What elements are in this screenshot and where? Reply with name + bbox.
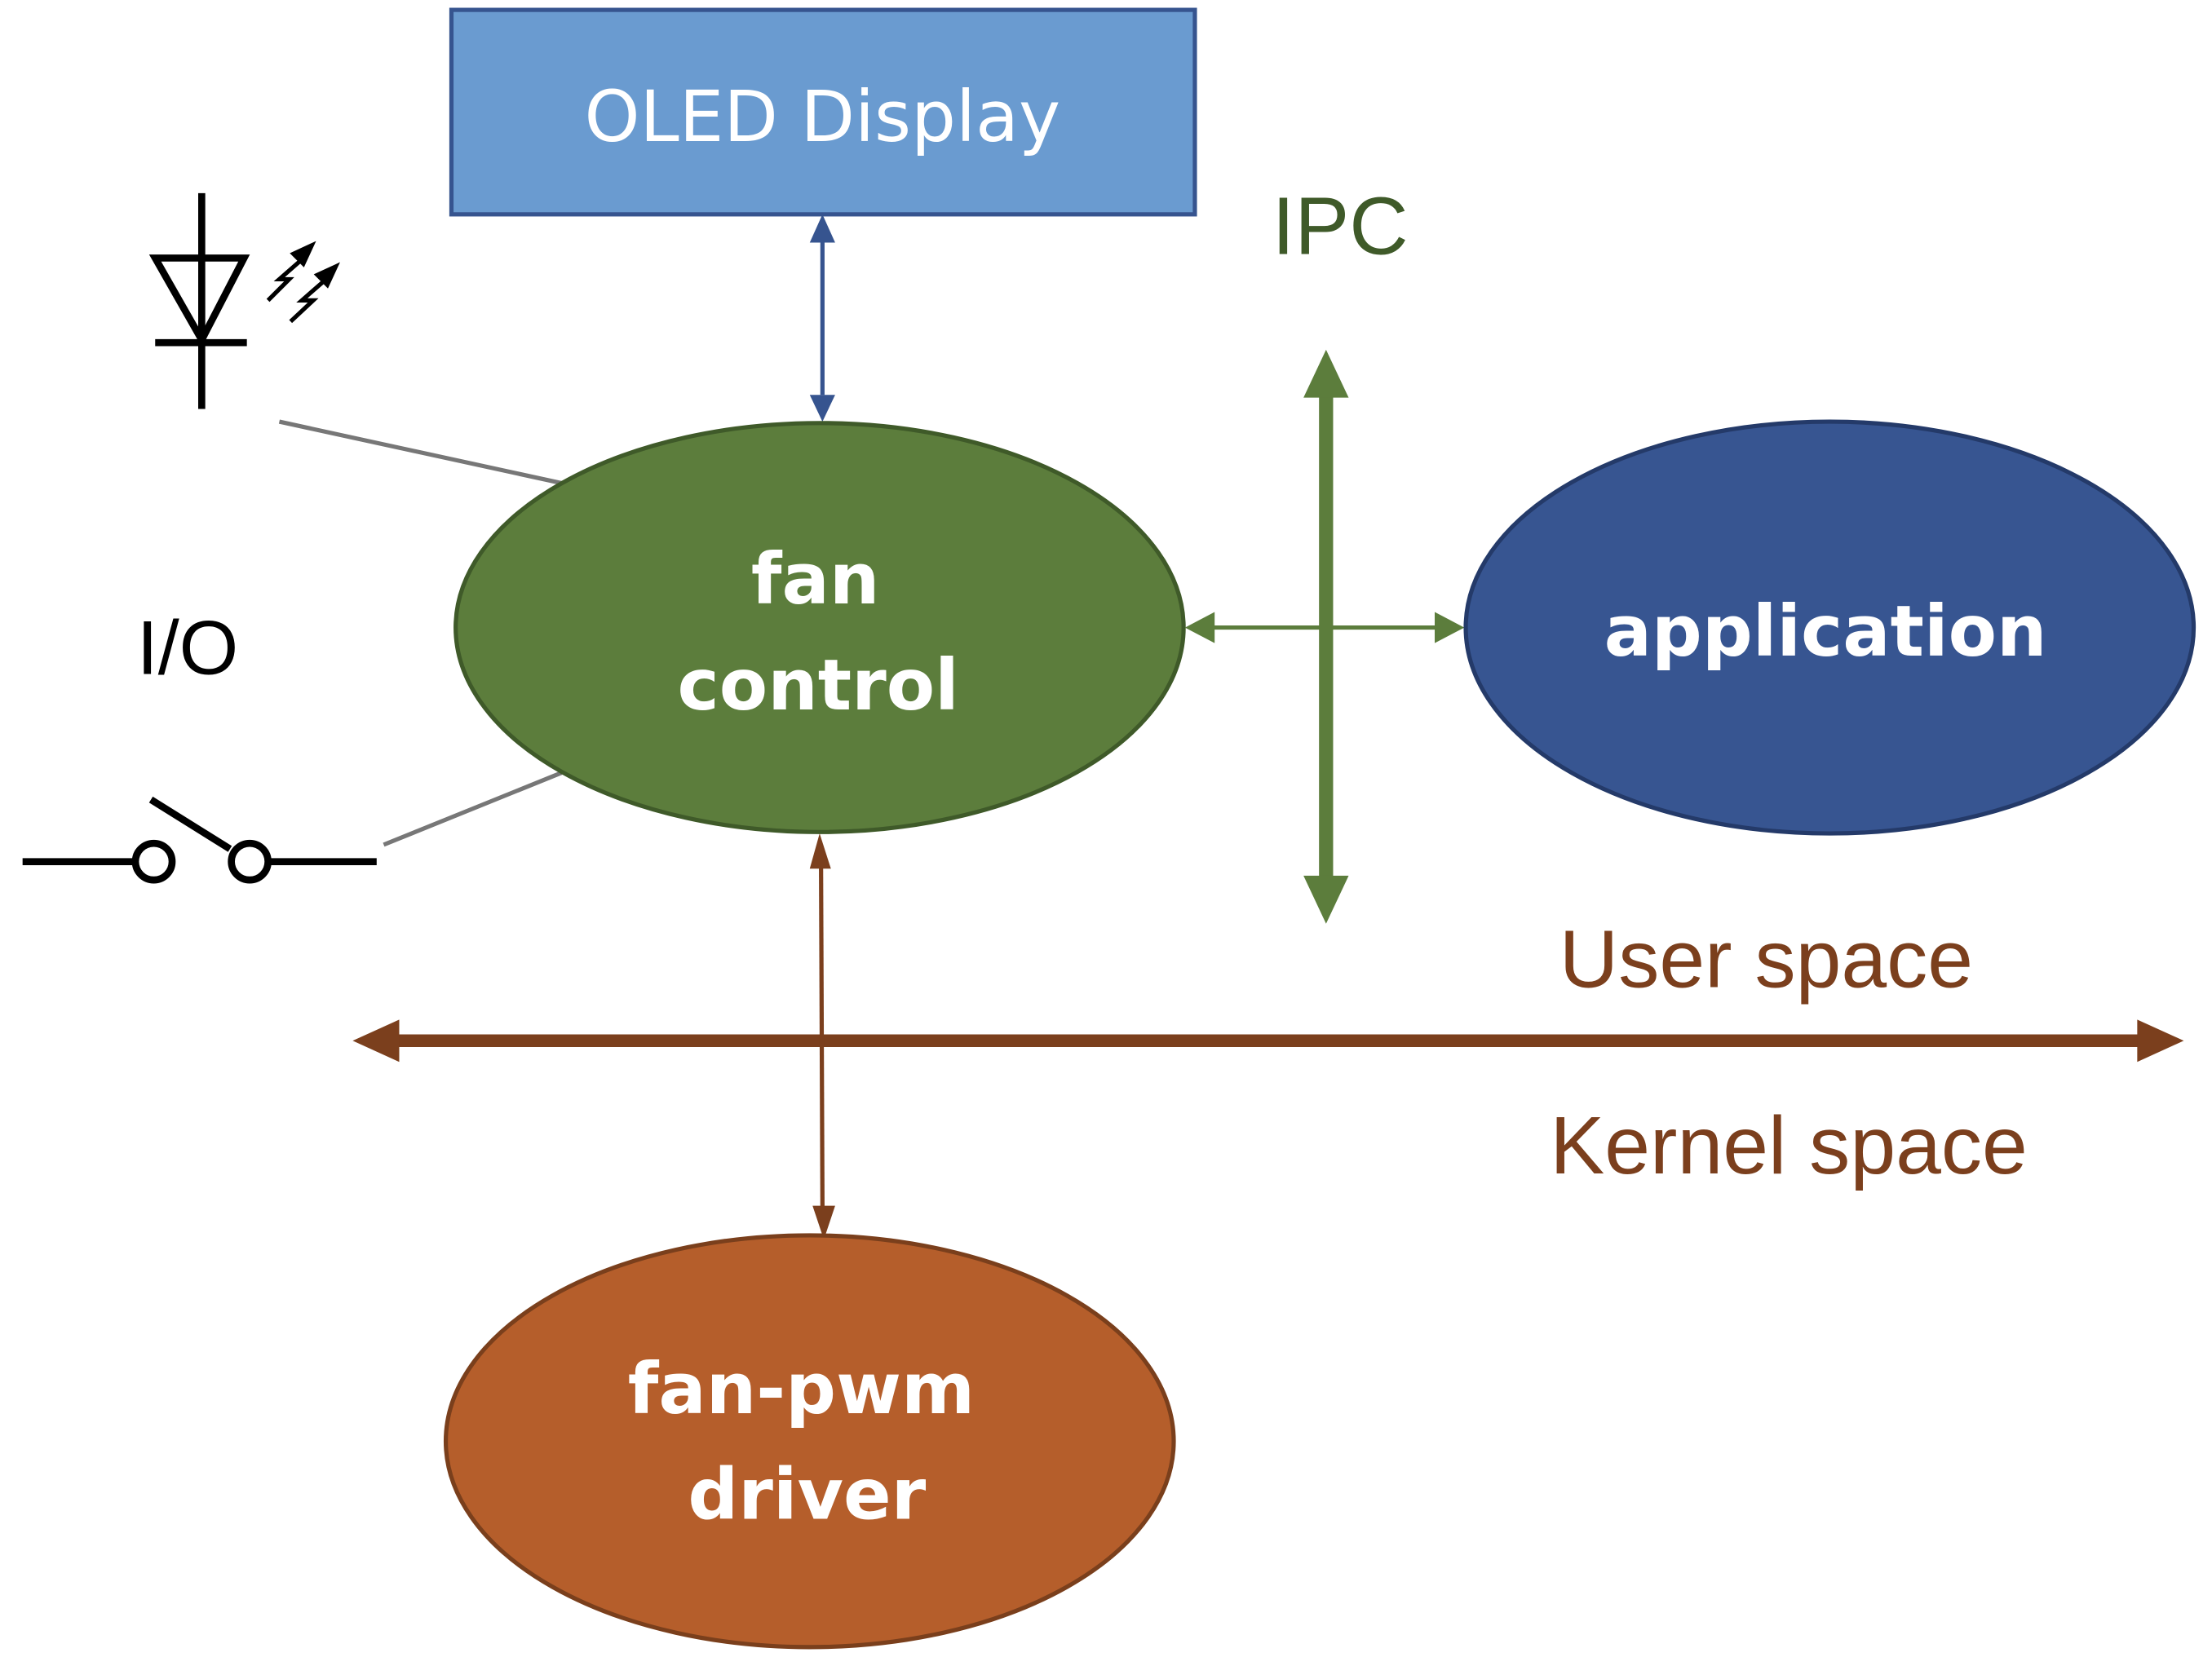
arrowhead-right [2137,1019,2184,1063]
oled-display-label: OLED Display [584,77,1060,158]
io-label: I/O [137,605,239,691]
fan-pwm-driver-label-line1: fan-pwm [628,1349,975,1430]
user-kernel-boundary [352,1019,2184,1063]
arrowhead-left [1184,612,1215,643]
arrowhead-down [1303,875,1349,924]
edge-fan-control-application [1184,612,1465,643]
fan-control-ellipse [453,421,1186,834]
fan-pwm-driver-label-line2: driver [688,1455,926,1536]
arrowhead-left [352,1019,400,1063]
arrowhead-up [809,214,835,243]
oled-display-box [449,7,1197,217]
arrowhead-down [809,395,835,422]
switch-icon [22,796,377,884]
arrowhead-up [1303,349,1349,398]
fan-control-node[interactable]: fan control [453,421,1186,834]
arrowhead-down [812,1205,835,1240]
edge-oled-fan-control [809,214,835,422]
led-icon [148,192,340,409]
arrowhead-up [809,833,831,869]
fan-pwm-driver-ellipse [443,1233,1176,1650]
application-ellipse [1463,419,2197,836]
fan-control-label-line1: fan [751,539,880,621]
user-space-label: User space [1559,914,1973,1005]
ipc-axis [1303,349,1349,924]
application-node[interactable]: application [1463,419,2197,836]
edge-fan-control-driver [809,833,835,1240]
application-label: application [1604,591,2047,673]
switch-connector-line [383,771,563,847]
led-connector-line [278,419,565,486]
kernel-space-label: Kernel space [1550,1100,2027,1191]
fan-pwm-driver-node[interactable]: fan-pwm driver [443,1233,1176,1650]
arrowhead-right [1434,612,1465,643]
oled-display-node[interactable]: OLED Display [449,7,1197,217]
ipc-label: IPC [1272,180,1409,272]
fan-control-label-line2: control [678,645,959,727]
